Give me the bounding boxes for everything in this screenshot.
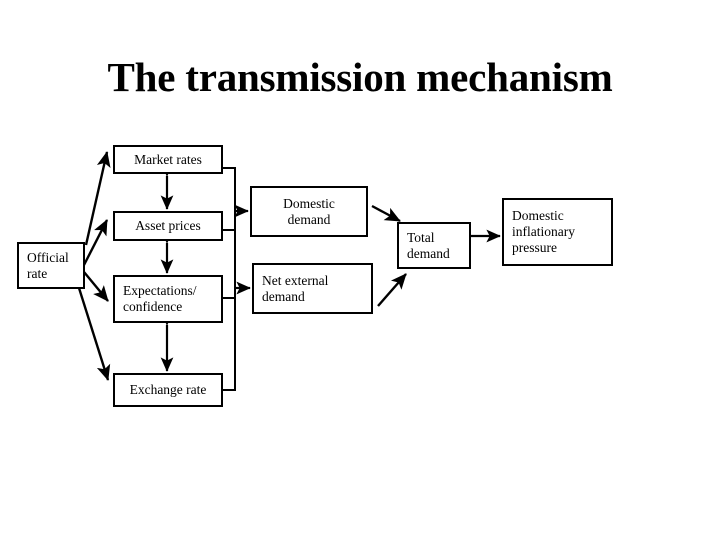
node-net-external-demand[interactable]: Net external demand xyxy=(252,263,373,314)
node-domestic-inflationary-pressure[interactable]: Domestic inflationary pressure xyxy=(502,198,613,266)
node-net-external-demand-line2: demand xyxy=(262,288,305,304)
node-inflation-line1: Domestic xyxy=(512,208,564,223)
node-official-rate[interactable]: Official rate xyxy=(17,242,85,289)
node-net-external-demand-label: Net external demand xyxy=(262,273,371,305)
node-expectations-line2: confidence xyxy=(123,299,183,314)
node-domestic-demand-label: Domestic demand xyxy=(252,196,366,228)
arrow-official-to-expectations xyxy=(83,271,109,302)
node-domestic-demand[interactable]: Domestic demand xyxy=(250,186,368,237)
node-inflation-line3: pressure xyxy=(512,240,557,255)
node-exchange-rate-label: Exchange rate xyxy=(129,382,207,397)
node-total-demand-line1: Total xyxy=(407,229,435,245)
node-asset-prices[interactable]: Asset prices xyxy=(113,211,223,241)
node-expectations-confidence-label: Expectations/ confidence xyxy=(123,283,221,315)
arrow-net-external-demand-to-total-demand xyxy=(377,273,407,307)
arrow-official-to-asset xyxy=(82,219,109,266)
connector-asset-stub xyxy=(223,229,236,231)
arrow-official-to-market xyxy=(84,151,111,246)
node-official-rate-line2: rate xyxy=(27,265,48,281)
arrow-official-to-exchange xyxy=(77,287,111,381)
node-domestic-inflationary-pressure-label: Domestic inflationary pressure xyxy=(512,208,611,256)
node-official-rate-label: Official rate xyxy=(27,250,83,282)
node-total-demand[interactable]: Total demand xyxy=(397,222,471,269)
node-market-rates[interactable]: Market rates xyxy=(113,145,223,174)
node-asset-prices-label: Asset prices xyxy=(135,218,201,233)
node-inflation-line2: inflationary xyxy=(512,224,575,239)
connector-market-stub xyxy=(223,167,236,169)
node-total-demand-label: Total demand xyxy=(407,230,469,262)
node-market-rates-label: Market rates xyxy=(134,151,202,167)
connector-vertical-bus xyxy=(234,167,236,391)
node-domestic-demand-line2: demand xyxy=(287,211,331,227)
node-net-external-demand-line1: Net external xyxy=(262,272,329,288)
node-domestic-demand-line1: Domestic xyxy=(283,195,335,211)
node-expectations-line1: Expectations/ xyxy=(123,283,197,298)
node-exchange-rate[interactable]: Exchange rate xyxy=(113,373,223,407)
node-expectations-confidence[interactable]: Expectations/ confidence xyxy=(113,275,223,323)
node-total-demand-line2: demand xyxy=(407,245,450,261)
page-title: The transmission mechanism xyxy=(107,54,613,100)
connector-exchange-stub xyxy=(223,389,236,391)
node-official-rate-line1: Official xyxy=(27,249,69,265)
arrow-domestic-demand-to-total-demand xyxy=(371,204,401,223)
connector-expectations-stub xyxy=(223,297,236,299)
